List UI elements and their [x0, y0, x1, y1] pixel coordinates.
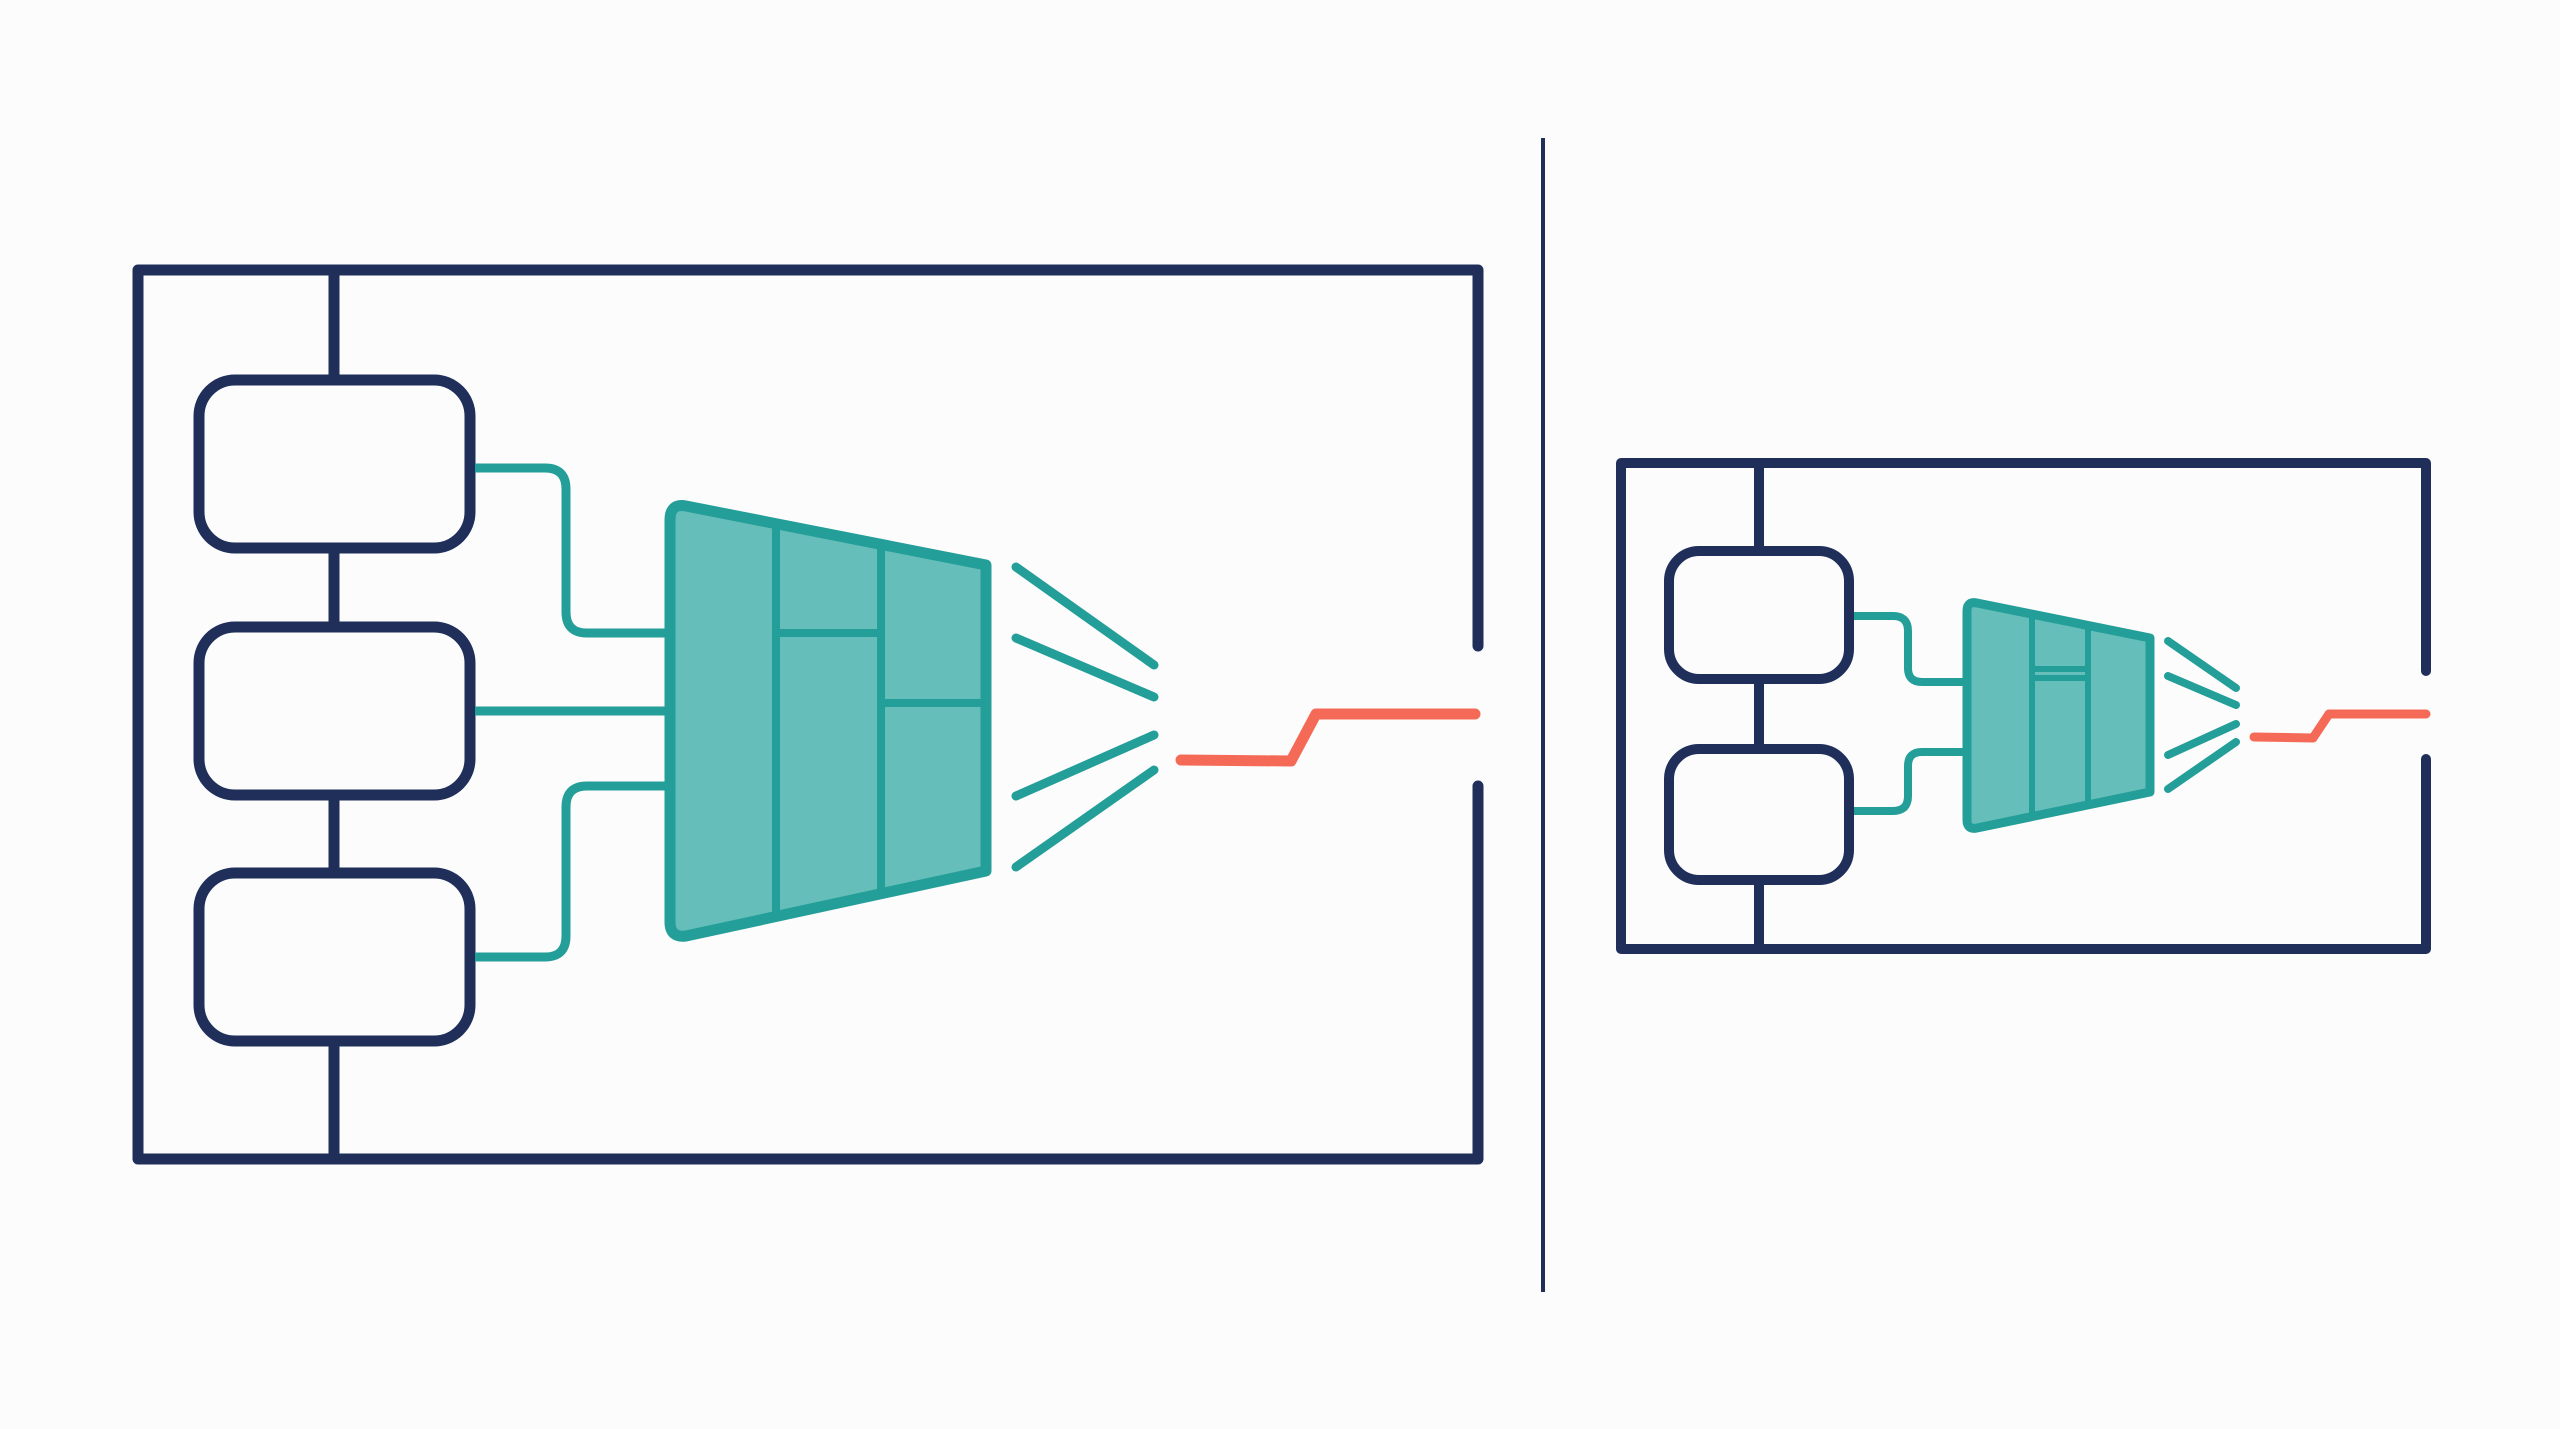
small-ray-2	[2164, 672, 2240, 709]
large-ray-1	[1011, 562, 1159, 670]
small-frame	[1616, 458, 2431, 954]
large-diagram	[132, 264, 1484, 1165]
large-signal	[1175, 708, 1481, 767]
small-connector-2	[1854, 748, 1963, 815]
large-connector-1	[475, 463, 668, 638]
small-connector-1	[1854, 612, 1963, 686]
large-block-1	[193, 374, 476, 554]
small-diagram	[1616, 458, 2431, 954]
large-funnel	[664, 500, 992, 942]
small-ray-1	[2164, 637, 2240, 692]
small-block-1	[1664, 546, 1854, 684]
large-block-2	[193, 621, 476, 801]
small-funnel	[1962, 598, 2155, 833]
large-ray-3	[1011, 730, 1159, 801]
large-ray-4	[1011, 765, 1159, 872]
large-ray-2	[1011, 633, 1159, 702]
small-ray-3	[2164, 720, 2240, 759]
small-signal	[2249, 709, 2431, 743]
small-block-2	[1664, 744, 1854, 885]
large-frame	[132, 264, 1484, 1165]
small-rays	[2164, 637, 2240, 793]
large-rays	[1011, 562, 1159, 872]
large-block-3	[193, 867, 476, 1047]
large-connector-3	[475, 781, 668, 962]
small-ray-4	[2164, 738, 2240, 793]
